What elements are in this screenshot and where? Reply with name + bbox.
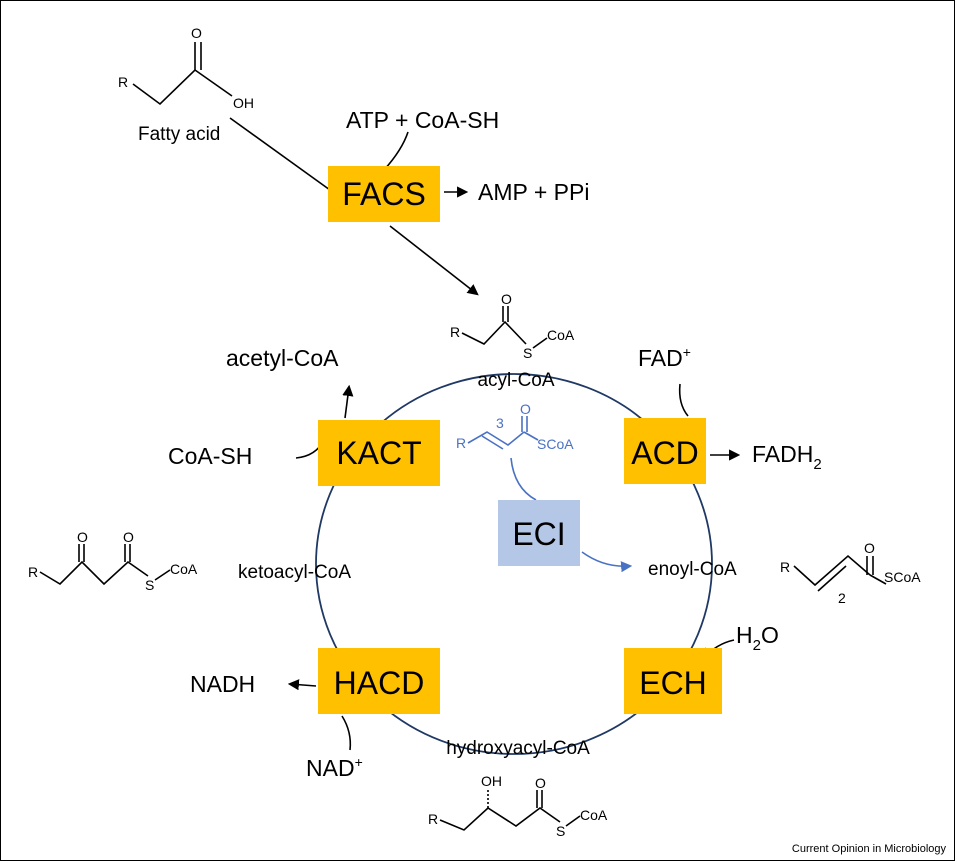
fatty-acid-label: Fatty acid [138,124,220,145]
ech-enzyme-box [624,648,722,714]
svg-text:S: S [145,577,154,593]
acd-enzyme-box [624,418,706,484]
ketoacyl-coa-label: ketoacyl-CoA [238,562,351,583]
nad-input-curve [341,715,352,751]
hydroxyacyl-coa-label: hydroxyacyl-CoA [446,738,590,759]
svg-text:SCoA: SCoA [537,436,574,452]
isomerase-substrate-path [510,457,537,501]
svg-text:O: O [123,529,134,545]
acetyl-coa-label: acetyl-CoA [226,345,339,371]
hacd-label: HACD [334,665,425,701]
svg-text:CoA: CoA [547,327,575,343]
kact-enzyme-box [318,420,440,486]
svg-text:SCoA: SCoA [884,569,921,585]
fatty-acid-to-facs-line [229,117,331,191]
acyl-coa-label: acyl-CoA [477,370,554,391]
svg-text:R: R [428,811,438,827]
svg-text:O: O [77,529,88,545]
hacd-to-nadh-arrow [287,679,317,691]
svg-text:R: R [450,324,460,340]
eci-enzyme-box [498,500,580,566]
svg-text:S: S [523,345,532,361]
atp-coash-label: ATP + CoA-SH [346,107,499,133]
svg-text:O: O [191,25,202,41]
svg-text:O: O [501,291,512,307]
svg-text:R: R [456,435,466,451]
svg-text:R: R [118,74,128,90]
eci-to-enoyl-coa-arrow [581,551,633,573]
facs-enzyme-box [328,166,440,222]
atp-input-curve [383,131,409,171]
fad-label: FAD+ [638,344,691,371]
kact-label: KACT [336,435,421,471]
svg-text:O: O [535,775,546,791]
svg-text:3: 3 [496,415,504,431]
hacd-enzyme-box [318,648,440,714]
nad-label: NAD+ [306,754,363,781]
svg-text:R: R [780,559,790,575]
svg-text:2: 2 [838,590,846,606]
hydroxyacyl-coa-structure: R OH O S CoA [428,773,608,839]
svg-text:S: S [556,823,565,839]
kact-to-acetyl-coa-arrow [342,384,354,419]
acyl-coa-structure: R O S CoA [450,291,575,361]
ketoacyl-coa-structure: R O O S CoA [28,529,198,593]
facs-label: FACS [342,176,426,212]
svg-text:OH: OH [481,773,502,789]
journal-credit: Current Opinion in Microbiology [792,843,947,855]
h2o-label: H2O [736,622,779,654]
facs-to-acyl-coa-arrow [389,225,479,296]
svg-text:O: O [864,540,875,556]
beta-oxidation-cycle-ring [315,373,713,755]
svg-text:R: R [28,564,38,580]
svg-text:O: O [520,401,531,417]
fad-input-curve [678,383,689,417]
acd-label: ACD [631,435,699,471]
trans-2-enoyl-coa-structure: R O SCoA 2 [780,540,921,606]
enoyl-coa-label: enoyl-CoA [648,559,737,580]
ech-label: ECH [639,665,707,701]
fatty-acid-structure: R O OH [118,25,254,111]
svg-text:CoA: CoA [580,807,608,823]
amp-ppi-label: AMP + PPi [478,179,589,205]
fadh2-label: FADH2 [752,441,822,473]
nadh-label: NADH [190,671,255,697]
eci-label: ECI [512,516,565,552]
cis-3-enoyl-coa-structure: R O SCoA 3 [456,401,574,452]
svg-text:OH: OH [233,95,254,111]
svg-text:CoA: CoA [170,561,198,577]
coash-label: CoA-SH [168,443,252,469]
